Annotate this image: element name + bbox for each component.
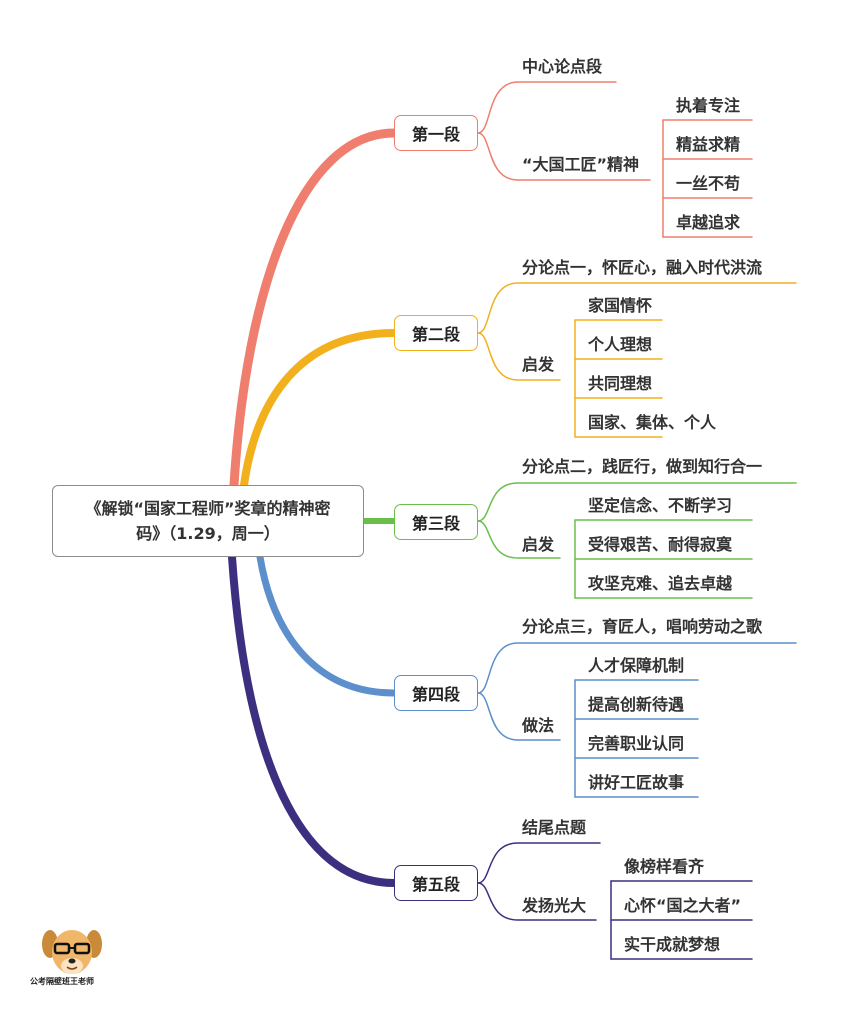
branch-connector bbox=[477, 842, 601, 884]
leaf-item[interactable]: 讲好工匠故事 bbox=[588, 773, 685, 792]
subtopic-inspiration[interactable]: 启发 bbox=[522, 355, 555, 374]
leaf-item[interactable]: 人才保障机制 bbox=[588, 656, 685, 675]
leaf-item[interactable]: 共同理想 bbox=[588, 374, 653, 393]
branch-connector bbox=[477, 132, 651, 181]
leaf-item[interactable]: 卓越追求 bbox=[676, 213, 741, 232]
branch-connector bbox=[477, 282, 797, 334]
branch-connector bbox=[477, 482, 797, 522]
leaf-item[interactable]: 执着专注 bbox=[676, 96, 741, 115]
section-node-1[interactable]: 第一段 bbox=[394, 115, 478, 151]
subtopic-craftsman-spirit[interactable]: “大国工匠”精神 bbox=[522, 155, 640, 174]
section-node-3[interactable]: 第三段 bbox=[394, 504, 478, 540]
subtopic-argument-3[interactable]: 分论点三，育匠人，唱响劳动之歌 bbox=[522, 617, 763, 636]
section-node-4[interactable]: 第四段 bbox=[394, 675, 478, 711]
leaf-item[interactable]: 国家、集体、个人 bbox=[588, 413, 717, 432]
branch-connector bbox=[477, 692, 561, 741]
subtopic-approach[interactable]: 做法 bbox=[522, 716, 555, 735]
leaf-item[interactable]: 受得艰苦、耐得寂寞 bbox=[588, 535, 733, 554]
logo-caption: 公考隔壁班王老师 bbox=[30, 977, 94, 986]
leaf-item[interactable]: 像榜样看齐 bbox=[624, 857, 705, 876]
subtopic-inspiration[interactable]: 启发 bbox=[522, 535, 555, 554]
dog-mascot-logo bbox=[42, 930, 102, 974]
section-label: 第四段 bbox=[411, 685, 460, 704]
section-node-5[interactable]: 第五段 bbox=[394, 865, 478, 901]
trunk-connector bbox=[229, 128, 399, 490]
leaf-item[interactable]: 一丝不苟 bbox=[676, 174, 741, 193]
subtopic-argument-2[interactable]: 分论点二，践匠行，做到知行合一 bbox=[522, 457, 763, 476]
leaf-item[interactable]: 完善职业认同 bbox=[588, 734, 685, 753]
leaf-item[interactable]: 个人理想 bbox=[588, 335, 653, 354]
section-label: 第三段 bbox=[411, 514, 460, 533]
leaf-item[interactable]: 心怀“国之大者” bbox=[624, 896, 742, 915]
trunk-connector bbox=[240, 329, 398, 489]
section-label: 第五段 bbox=[411, 875, 460, 894]
leaf-item[interactable]: 实干成就梦想 bbox=[624, 935, 721, 954]
root-title-line1: 《解锁“国家工程师”奖章的精神密 bbox=[85, 499, 331, 518]
section-label: 第一段 bbox=[411, 125, 460, 144]
leaf-item[interactable]: 坚定信念、不断学习 bbox=[588, 496, 733, 515]
branch-connector bbox=[477, 520, 561, 559]
subtopic-central-argument[interactable]: 中心论点段 bbox=[522, 57, 603, 76]
root-title-line2: 码》（1.29，周一） bbox=[136, 524, 280, 543]
root-topic[interactable]: 《解锁“国家工程师”奖章的精神密 码》（1.29，周一） bbox=[52, 485, 364, 557]
trunk-connector bbox=[256, 553, 398, 697]
subtopic-carry-forward[interactable]: 发扬光大 bbox=[522, 896, 587, 915]
branch-connector bbox=[477, 882, 597, 921]
subtopic-argument-1[interactable]: 分论点一，怀匠心，融入时代洪流 bbox=[522, 258, 763, 277]
branch-connector bbox=[477, 642, 797, 694]
branch-connector bbox=[477, 332, 561, 381]
subtopic-conclusion[interactable]: 结尾点题 bbox=[522, 818, 587, 837]
leaf-item[interactable]: 精益求精 bbox=[676, 135, 741, 154]
leaf-item[interactable]: 提高创新待遇 bbox=[588, 695, 685, 714]
trunk-connector bbox=[228, 553, 398, 887]
branch-connector bbox=[477, 81, 617, 134]
leaf-item[interactable]: 家国情怀 bbox=[588, 296, 653, 315]
section-label: 第二段 bbox=[411, 325, 460, 344]
section-node-2[interactable]: 第二段 bbox=[394, 315, 478, 351]
leaf-item[interactable]: 攻坚克难、追去卓越 bbox=[588, 574, 733, 593]
